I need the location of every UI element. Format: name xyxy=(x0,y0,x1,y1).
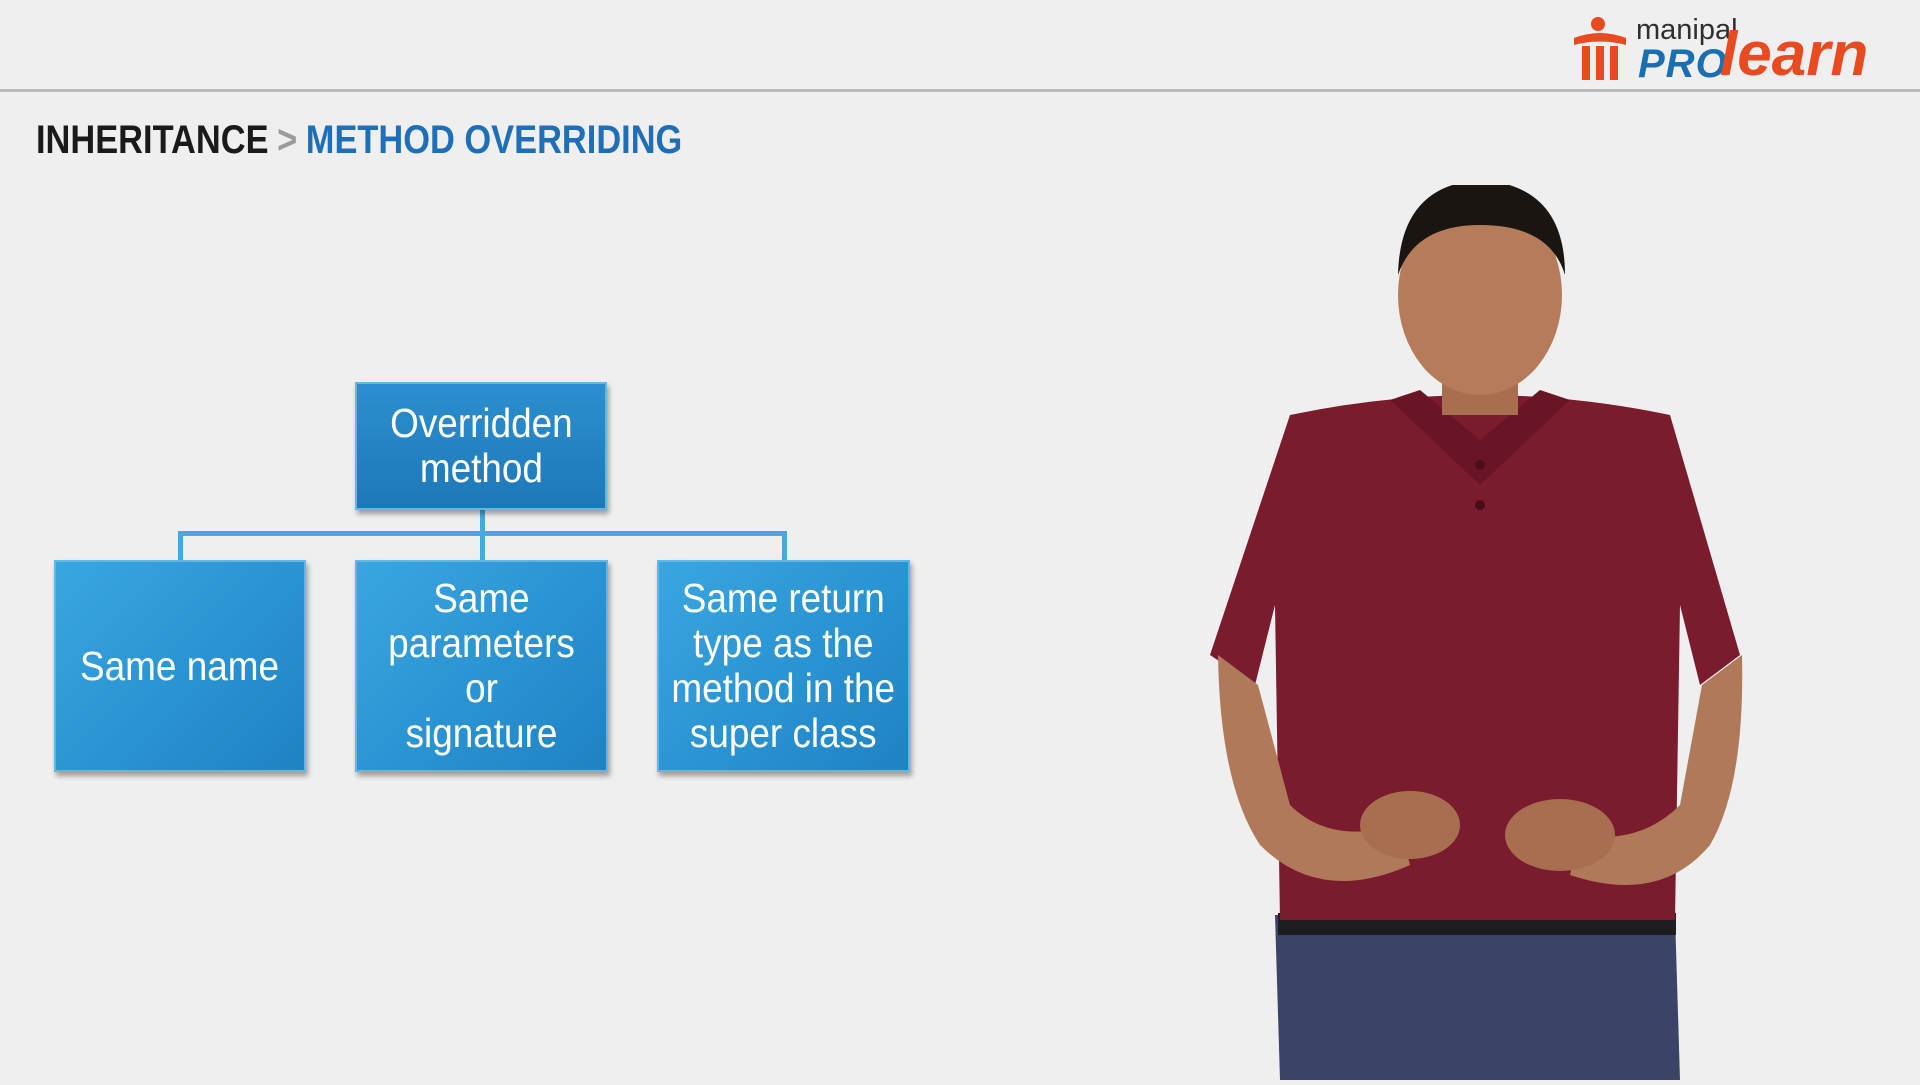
header-divider xyxy=(0,89,1920,92)
presenter-figure-icon xyxy=(1210,180,1743,1080)
same-name-label: Same name xyxy=(80,642,280,689)
connector-child1 xyxy=(178,531,183,561)
logo-manipal-text: manipal xyxy=(1636,14,1738,46)
same-parameters-box: Same parameters or signature xyxy=(355,560,608,772)
overridden-method-label: Overridden method xyxy=(389,400,573,491)
connector-root-stem xyxy=(480,510,485,534)
same-parameters-label: Same parameters or signature xyxy=(388,575,575,756)
breadcrumb: INHERITANCE>METHOD OVERRIDING xyxy=(36,118,682,163)
logo-figure-icon xyxy=(1574,17,1626,80)
connector-child3 xyxy=(782,531,787,561)
breadcrumb-parent: INHERITANCE xyxy=(36,118,269,162)
manipal-prolearn-logo: manipal PRO learn xyxy=(1570,12,1910,89)
presenter-video xyxy=(1180,180,1780,1080)
same-name-box: Same name xyxy=(54,560,306,772)
same-return-type-box: Same return type as the method in the su… xyxy=(657,560,910,772)
breadcrumb-separator: > xyxy=(277,118,298,162)
logo-pro-text: PRO xyxy=(1638,42,1728,86)
breadcrumb-current: METHOD OVERRIDING xyxy=(305,118,683,162)
connector-child2 xyxy=(480,531,485,561)
logo-learn-text: learn xyxy=(1720,20,1869,89)
overridden-method-box: Overridden method xyxy=(355,382,607,510)
same-return-type-label: Same return type as the method in the su… xyxy=(671,575,896,756)
